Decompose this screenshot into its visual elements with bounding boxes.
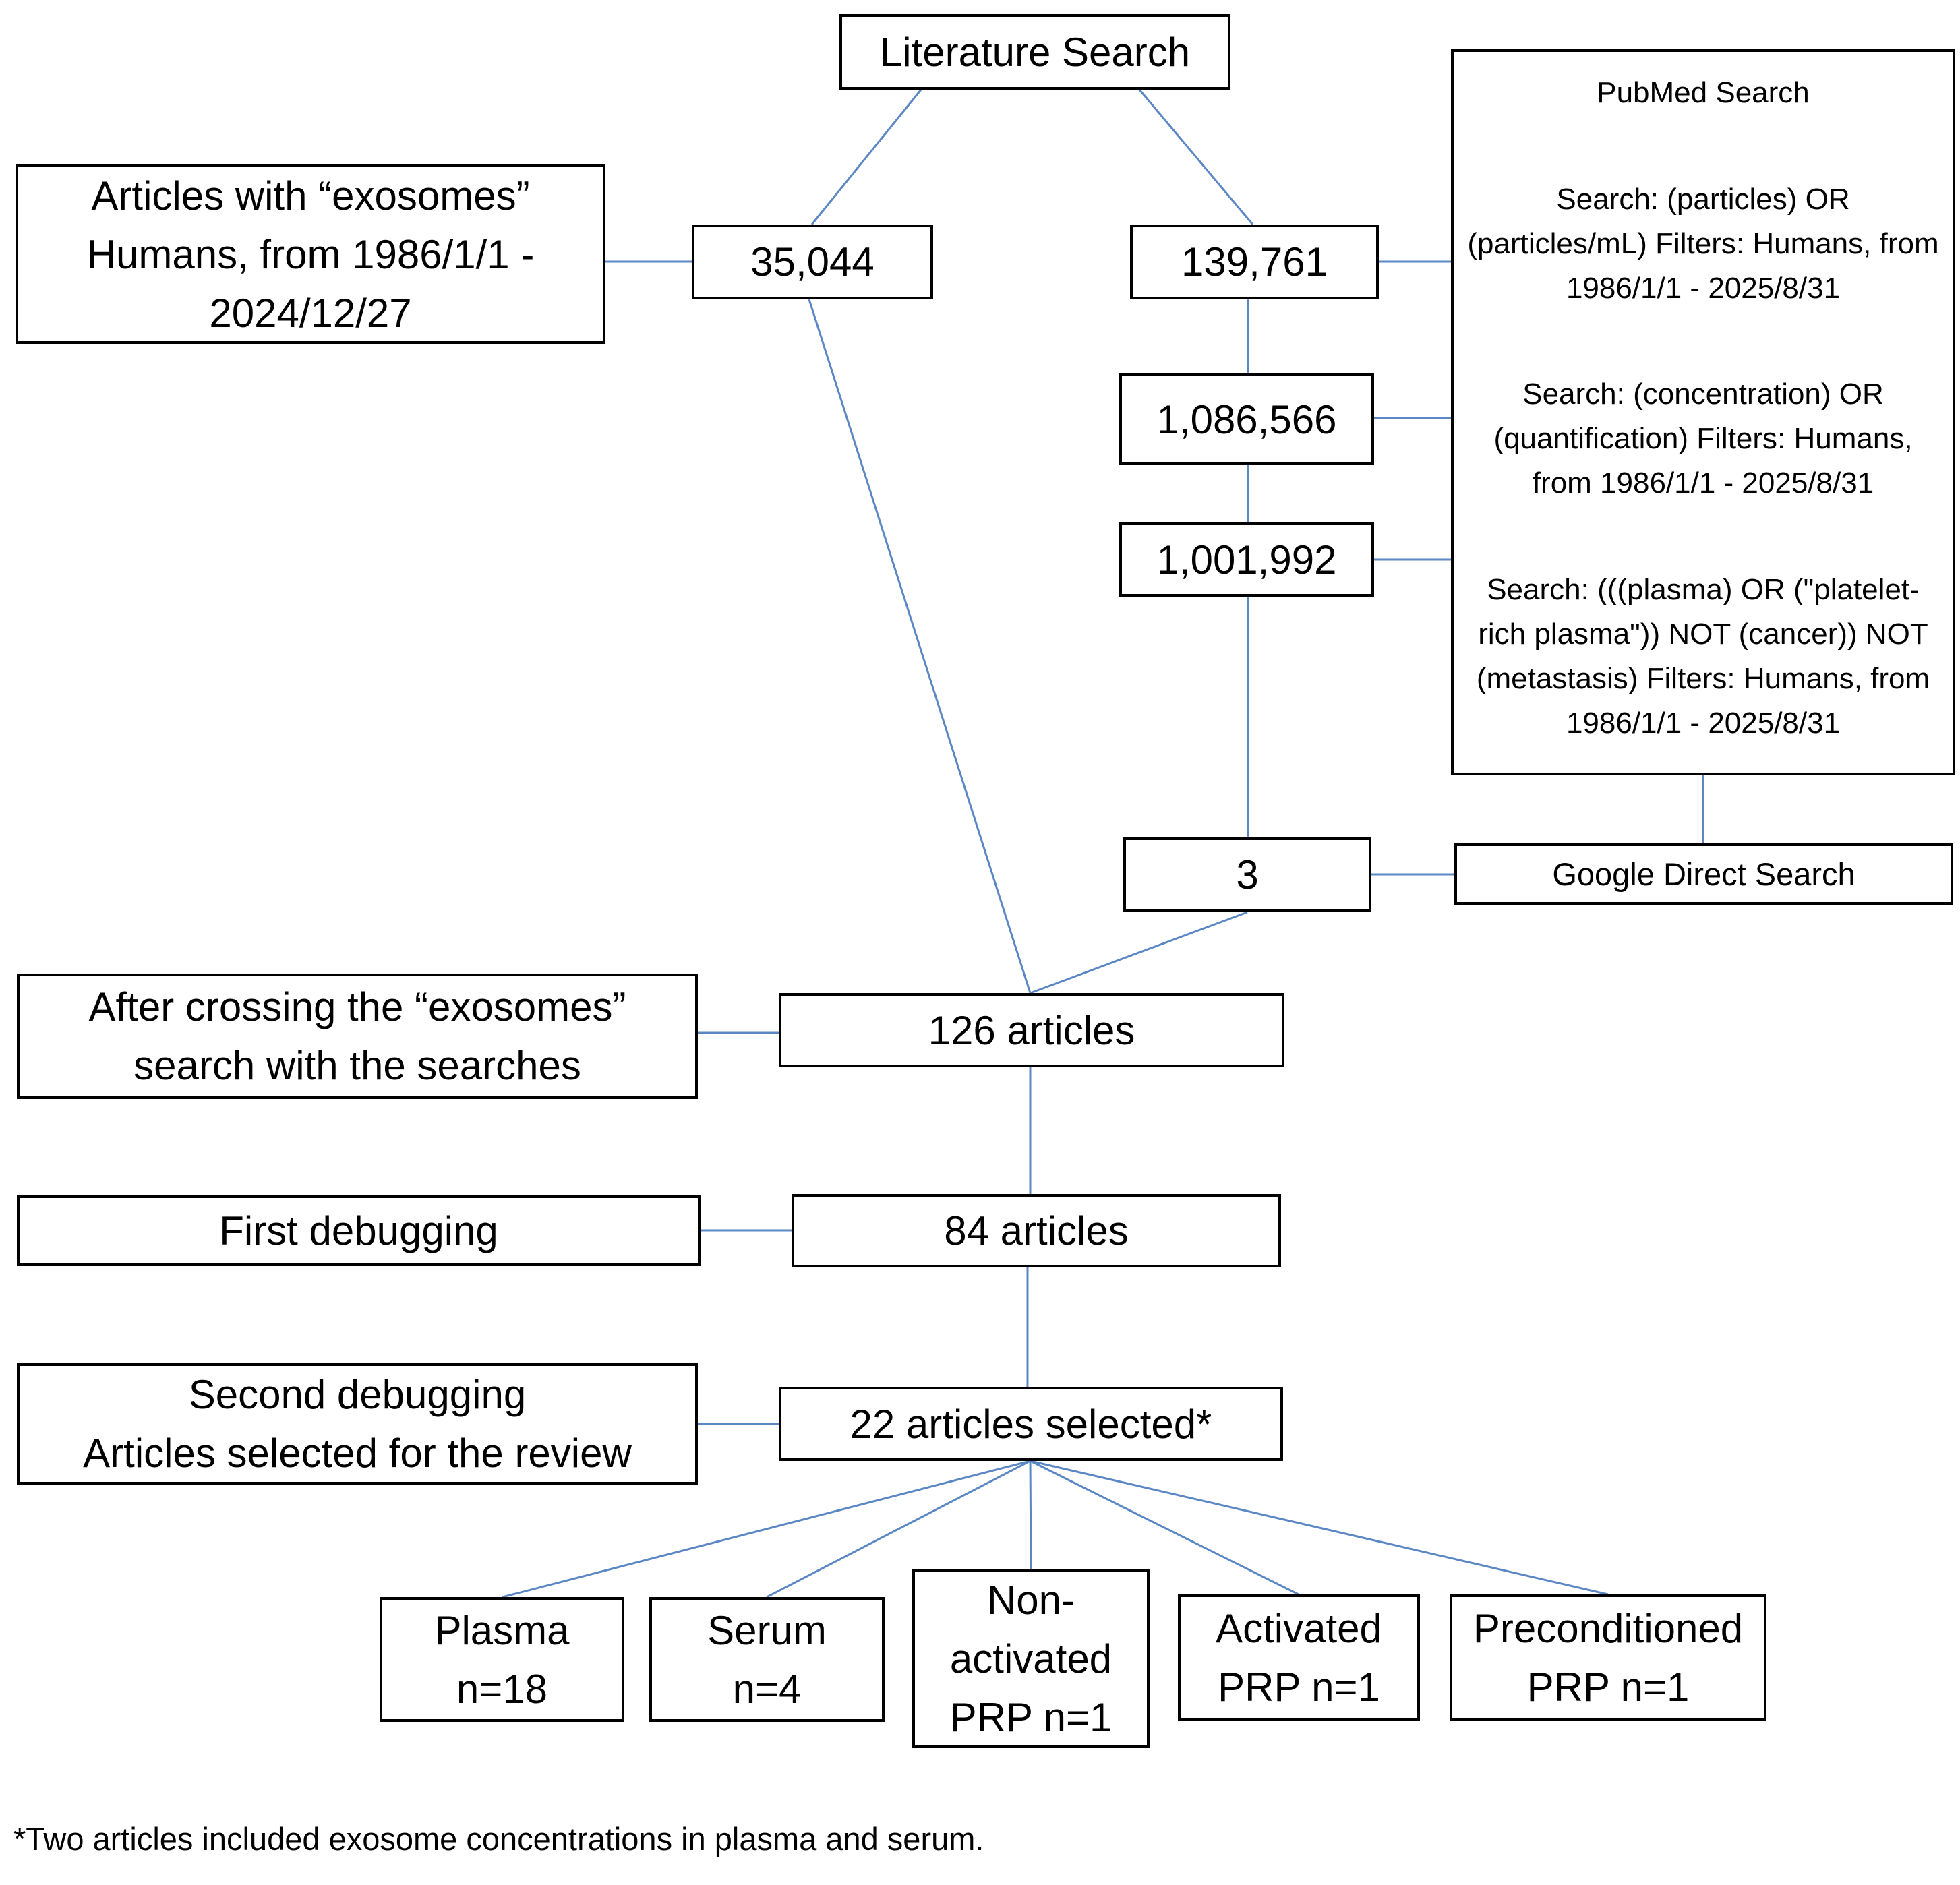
pubmed-query-particles: Search: (particles) OR (particles/mL) Fi… (1467, 182, 1939, 305)
pubmed-query-plasma: Search: (((plasma) OR ("platelet-rich pl… (1476, 572, 1930, 740)
first-debugging-box: First debugging (17, 1195, 701, 1266)
pubmed-search-title: PubMed Search (1597, 76, 1810, 109)
exosomes-criteria-box: Articles with “exosomes” Humans, from 19… (16, 164, 605, 344)
count-exosomes-box: 35,044 (692, 225, 933, 299)
group-preconditioned-prp-box: Preconditioned PRP n=1 (1450, 1594, 1766, 1721)
group-serum-box: Serum n=4 (649, 1597, 885, 1722)
pubmed-query-concentration: Search: (concentration) OR (quantificati… (1493, 378, 1913, 500)
pubmed-search-box: PubMed Search Search: (particles) OR (pa… (1451, 49, 1955, 775)
literature-search-box: Literature Search (839, 14, 1230, 90)
group-nonactivated-prp-box: Non- activated PRP n=1 (912, 1569, 1150, 1748)
group-plasma-box: Plasma n=18 (380, 1597, 624, 1722)
count-particles-box: 139,761 (1130, 225, 1379, 299)
group-activated-prp-box: Activated PRP n=1 (1178, 1594, 1420, 1721)
count-crossed-box: 126 articles (779, 993, 1284, 1067)
count-plasma-box: 1,001,992 (1119, 522, 1374, 597)
footnote-text: *Two articles included exosome concentra… (13, 1821, 984, 1857)
after-crossing-box: After crossing the “exosomes” search wit… (17, 974, 698, 1099)
second-debugging-box: Second debugging Articles selected for t… (17, 1363, 698, 1485)
google-direct-search-box: Google Direct Search (1454, 843, 1953, 905)
count-concentration-box: 1,086,566 (1119, 373, 1374, 465)
count-first-debugging-box: 84 articles (792, 1194, 1281, 1267)
count-selected-box: 22 articles selected* (779, 1387, 1283, 1461)
count-google-box: 3 (1123, 837, 1371, 912)
